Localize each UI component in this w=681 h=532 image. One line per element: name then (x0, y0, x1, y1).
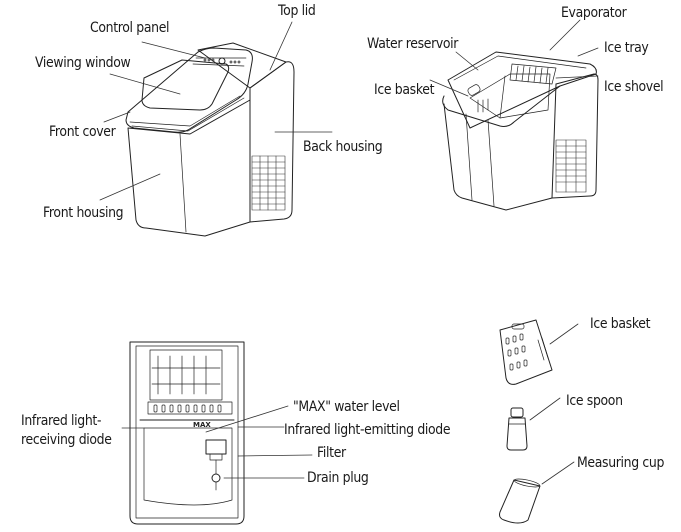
max-marking: MAX (193, 421, 211, 429)
leader-measuring-cup (541, 461, 575, 485)
leader-max-water-level (205, 405, 289, 433)
drain-plug-shape (211, 473, 221, 483)
front-cover-shape (125, 47, 253, 133)
ice-maker-closed-illustration (99, 21, 333, 237)
filter-shape (205, 439, 227, 455)
label-ir-emitting: Infrared light-emitting diode (284, 422, 451, 438)
label-filter: Filter (317, 445, 346, 461)
evaporator-fins (151, 355, 221, 395)
leader-filter (237, 454, 313, 457)
leader-control-panel (141, 41, 206, 59)
label-ice-spoon: Ice spoon (566, 393, 623, 409)
leader-viewing-window (109, 73, 181, 95)
viewing-window-shape (141, 59, 230, 111)
ice-spoon-accessory-illustration (506, 397, 561, 451)
label-water-reservoir: Water reservoir (367, 36, 459, 52)
leader-ice-spoon (529, 397, 561, 421)
label-ir-receiving-line2: receiving diode (21, 432, 112, 448)
leader-ice-shovel (555, 75, 599, 79)
ice-maker-top-view-illustration: MAX (121, 341, 313, 525)
ice-tray-topview (147, 401, 233, 415)
label-measuring-cup: Measuring cup (577, 455, 665, 471)
label-accessory-ice-basket: Ice basket (590, 316, 651, 332)
ice-tray-shape (509, 63, 557, 85)
leader-accessory-ice-basket (549, 323, 579, 345)
back-housing-shape (249, 61, 295, 223)
label-ice-shovel: Ice shovel (604, 79, 664, 95)
front-housing-shape (127, 99, 251, 237)
label-viewing-window: Viewing window (35, 55, 131, 71)
label-front-cover: Front cover (49, 124, 116, 140)
label-max-water-level: "MAX" water level (293, 399, 400, 415)
power-button-shape (218, 57, 226, 65)
label-ice-basket: Ice basket (374, 82, 435, 98)
leader-front-cover (103, 111, 131, 123)
leader-evaporator (549, 19, 581, 51)
vent-grille-2 (555, 139, 587, 193)
label-ir-receiving-line1: Infrared light- (21, 413, 102, 429)
leader-top-lid (269, 21, 293, 71)
top-lid-shape (197, 42, 287, 89)
label-drain-plug: Drain plug (307, 470, 369, 486)
label-control-panel: Control panel (90, 20, 170, 36)
label-ice-tray: Ice tray (604, 40, 649, 56)
ice-maker-open-illustration (429, 19, 599, 211)
leader-ice-tray (577, 47, 599, 57)
label-front-housing: Front housing (43, 205, 124, 221)
label-top-lid: Top lid (278, 3, 316, 19)
leader-water-reservoir (455, 51, 479, 71)
leader-ice-basket (429, 79, 469, 97)
leader-front-housing (99, 173, 161, 201)
vent-grille (251, 155, 286, 211)
label-back-housing: Back housing (303, 139, 383, 155)
measuring-cup-accessory-illustration (499, 461, 575, 524)
label-evaporator: Evaporator (561, 5, 627, 21)
ice-basket-accessory-illustration (499, 319, 579, 385)
